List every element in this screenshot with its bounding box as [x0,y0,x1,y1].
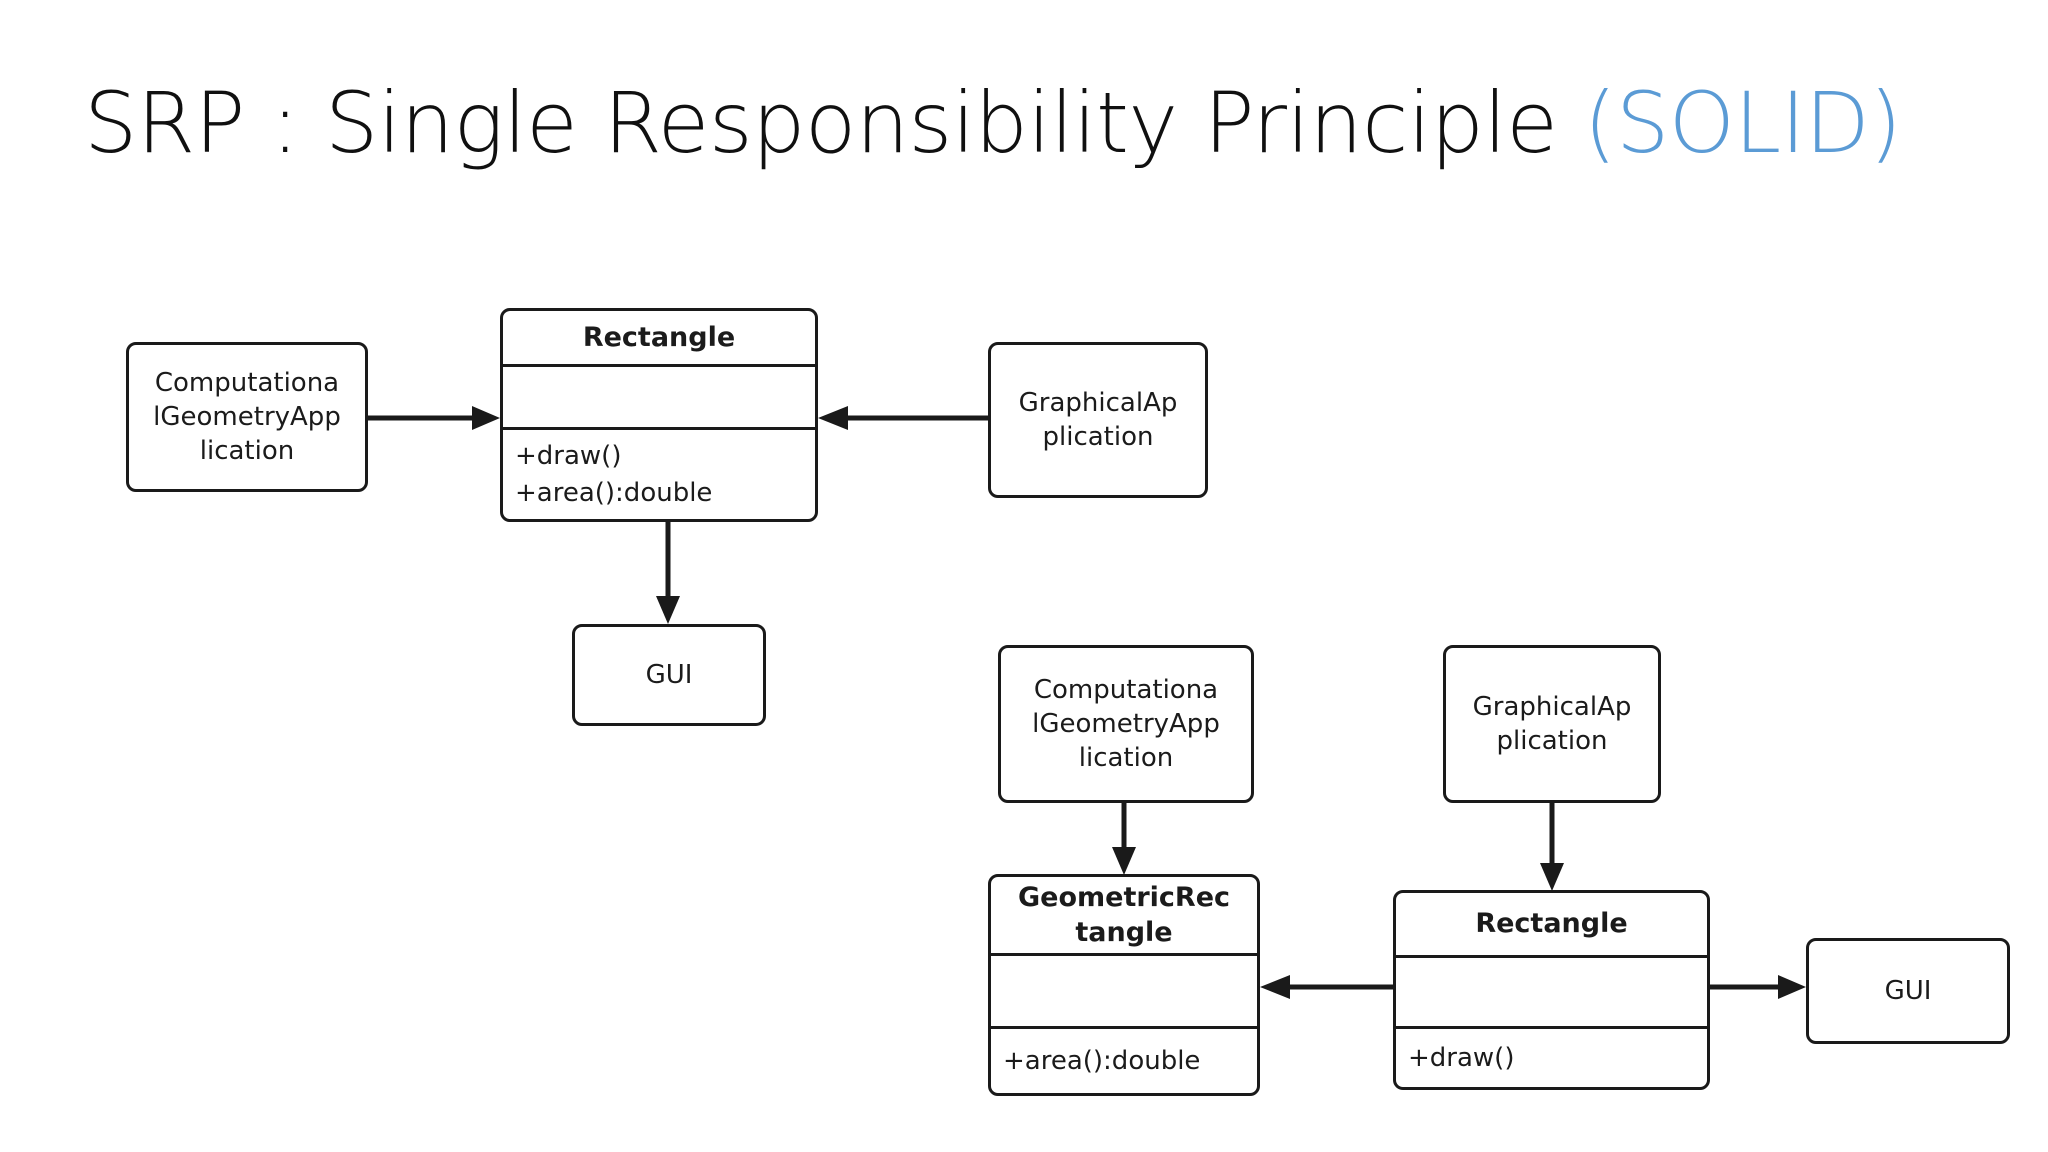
page-title-accent: (SOLID) [1583,74,1902,172]
node-label: GraphicalAp plication [1472,691,1632,756]
page-title: SRP : Single Responsibility Principle (S… [84,78,1902,169]
arrow-graphical-application-to-rectangle [818,406,990,430]
uml-class-name: GeometricRec tangle [991,877,1257,956]
uml-class-attributes [991,956,1257,1029]
arrow-rectangle-to-geometric-rectangle [1260,975,1396,999]
arrow-graphical-application-to-rectangle-after [1540,803,1564,893]
uml-class-name: Rectangle [1396,893,1707,958]
uml-class-name: Rectangle [503,311,815,368]
node-label: GUI [1884,975,1932,1006]
uml-class-operations: +draw() [1408,1042,1515,1073]
node-label: Computationa lGeometryApp lication [1032,674,1220,774]
node-computational-geometry-application[interactable]: Computationa lGeometryApp lication [126,342,368,492]
uml-class-geometric-rectangle[interactable]: GeometricRec tangle +area():double [988,874,1260,1096]
uml-class-attributes [1396,958,1707,1029]
node-computational-geometry-application-after[interactable]: Computationa lGeometryApp lication [998,645,1254,803]
node-label: GraphicalAp plication [1018,387,1178,452]
uml-class-rectangle-after[interactable]: Rectangle +draw() [1393,890,1710,1090]
uml-class-rectangle-before[interactable]: Rectangle +draw() +area():double [500,308,818,522]
arrow-rectangle-to-gui-after [1710,975,1810,999]
node-graphical-application-after[interactable]: GraphicalAp plication [1443,645,1661,803]
arrow-computational-geometry-application-to-rectangle [368,406,504,430]
node-gui[interactable]: GUI [572,624,766,726]
page-title-main: SRP : Single Responsibility Principle [84,74,1584,172]
arrow-rectangle-to-gui [656,522,680,626]
uml-class-operations: +draw() +area():double [515,441,713,508]
node-label: Computationa lGeometryApp lication [153,367,341,467]
arrow-computational-geometry-application-to-geometric-rectangle [1112,803,1136,877]
node-graphical-application[interactable]: GraphicalAp plication [988,342,1208,498]
uml-class-operations: +area():double [1003,1045,1201,1076]
uml-class-attributes [503,367,815,431]
node-label: GUI [645,659,693,690]
node-gui-after[interactable]: GUI [1806,938,2010,1044]
